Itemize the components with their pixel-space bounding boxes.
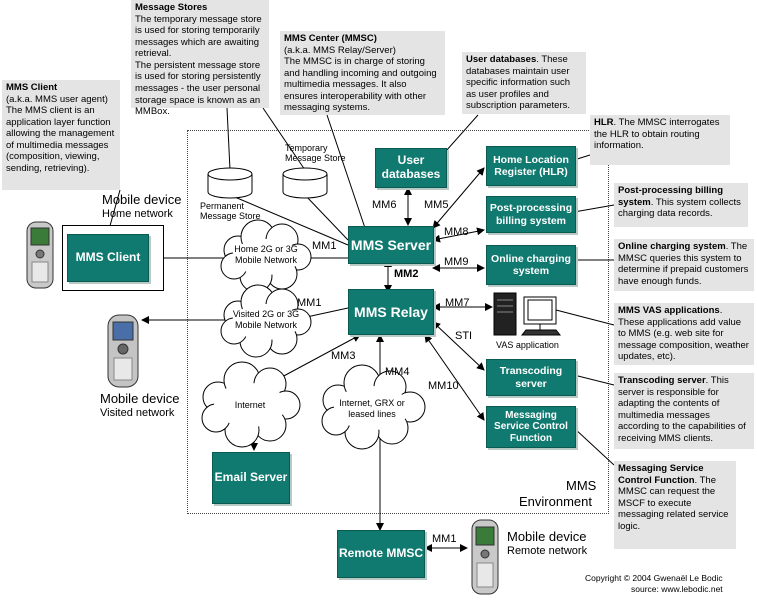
- label-mm6: MM6: [372, 199, 397, 211]
- permanent-store-cylinder: [207, 167, 253, 199]
- phone-icon-home: [26, 221, 54, 289]
- phone-icon-remote: [471, 519, 499, 595]
- temporary-store-cylinder: [282, 167, 328, 199]
- temporary-store-label: Temporary Message Store: [285, 143, 346, 164]
- mobile-visited-label-1: Mobile device: [100, 391, 180, 406]
- mobile-visited-label-2: Visited network: [100, 407, 175, 419]
- home-network-cloud: [220, 219, 312, 293]
- transcoding-box: Transcoding server: [486, 359, 576, 396]
- grx-cloud: [321, 364, 426, 450]
- note-vas: MMS VAS applications. These applications…: [614, 303, 754, 365]
- mobile-home-label-1: Mobile device: [102, 192, 182, 207]
- mscf-box: Messaging Service Control Function: [486, 406, 576, 448]
- remote-mmsc-box: Remote MMSC: [337, 530, 425, 578]
- visited-network-cloud: [220, 284, 312, 358]
- phone-icon-visited: [107, 314, 139, 388]
- mms-client-box: MMS Client: [67, 234, 149, 282]
- note-transcoding: Transcoding server. This server is respo…: [614, 373, 754, 449]
- label-mm1-home: MM1: [312, 240, 337, 252]
- email-server-box: Email Server: [212, 452, 290, 504]
- label-mm8: MM8: [444, 226, 469, 238]
- note-message-stores: Message Stores The temporary message sto…: [131, 0, 269, 117]
- mobile-remote-label-1: Mobile device: [507, 529, 587, 544]
- online-charging-box: Online charging system: [486, 245, 576, 285]
- vas-computer-icon: [493, 292, 562, 336]
- mobile-home-label-2: Home network: [102, 208, 173, 220]
- note-mscf: Messaging Service Control Function. The …: [614, 461, 736, 549]
- grx-label: Internet, GRX or leased lines: [339, 398, 405, 420]
- internet-cloud: [201, 361, 301, 448]
- label-mm9: MM9: [444, 256, 469, 268]
- mobile-remote-label-2: Remote network: [507, 545, 588, 557]
- postbill-box: Post-processing billing system: [486, 196, 576, 233]
- visited-network-label: Visited 2G or 3G Mobile Network: [232, 309, 300, 331]
- note-online-charging: Online charging system. The MMSC queries…: [614, 239, 754, 291]
- note-mmsc: MMS Center (MMSC) (a.k.a. MMS Relay/Serv…: [280, 31, 445, 115]
- mms-environment-label-2: Environment: [519, 494, 592, 509]
- note-mms-client: MMS Client (a.k.a. MMS user agent) The M…: [2, 80, 120, 190]
- note-hlr: HLR. The MMSC interrogates the HLR to ob…: [590, 115, 730, 165]
- mms-server-box: MMS Server: [348, 226, 434, 264]
- label-sti: STI: [455, 330, 473, 342]
- copyright-line-2: source: www.lebodic.net: [631, 584, 723, 594]
- permanent-store-label: Permanent Message Store: [200, 201, 261, 222]
- note-user-databases: User databases. These databases maintain…: [462, 52, 586, 114]
- label-mm2: MM2: [394, 268, 419, 280]
- label-mm4: MM4: [385, 366, 410, 378]
- internet-label: Internet: [234, 400, 266, 410]
- label-mm5: MM5: [424, 199, 449, 211]
- label-mm1-visited: MM1: [297, 297, 322, 309]
- mms-environment-border: [187, 130, 609, 514]
- user-databases-box: User databases: [375, 148, 447, 188]
- mms-relay-box: MMS Relay: [348, 289, 434, 335]
- home-network-label: Home 2G or 3G Mobile Network: [234, 244, 298, 266]
- copyright-line-1: Copyright © 2004 Gwenaël Le Bodic: [585, 573, 723, 583]
- label-mm7: MM7: [445, 297, 470, 309]
- note-postbill: Post-processing billing system. This sys…: [614, 183, 748, 227]
- mms-environment-label-1: MMS: [566, 478, 597, 493]
- label-mm10: MM10: [428, 380, 459, 392]
- label-mm1-remote: MM1: [432, 533, 457, 545]
- label-mm3: MM3: [331, 350, 356, 362]
- vas-application-label: VAS application: [496, 340, 559, 350]
- hlr-box: Home Location Register (HLR): [486, 146, 576, 186]
